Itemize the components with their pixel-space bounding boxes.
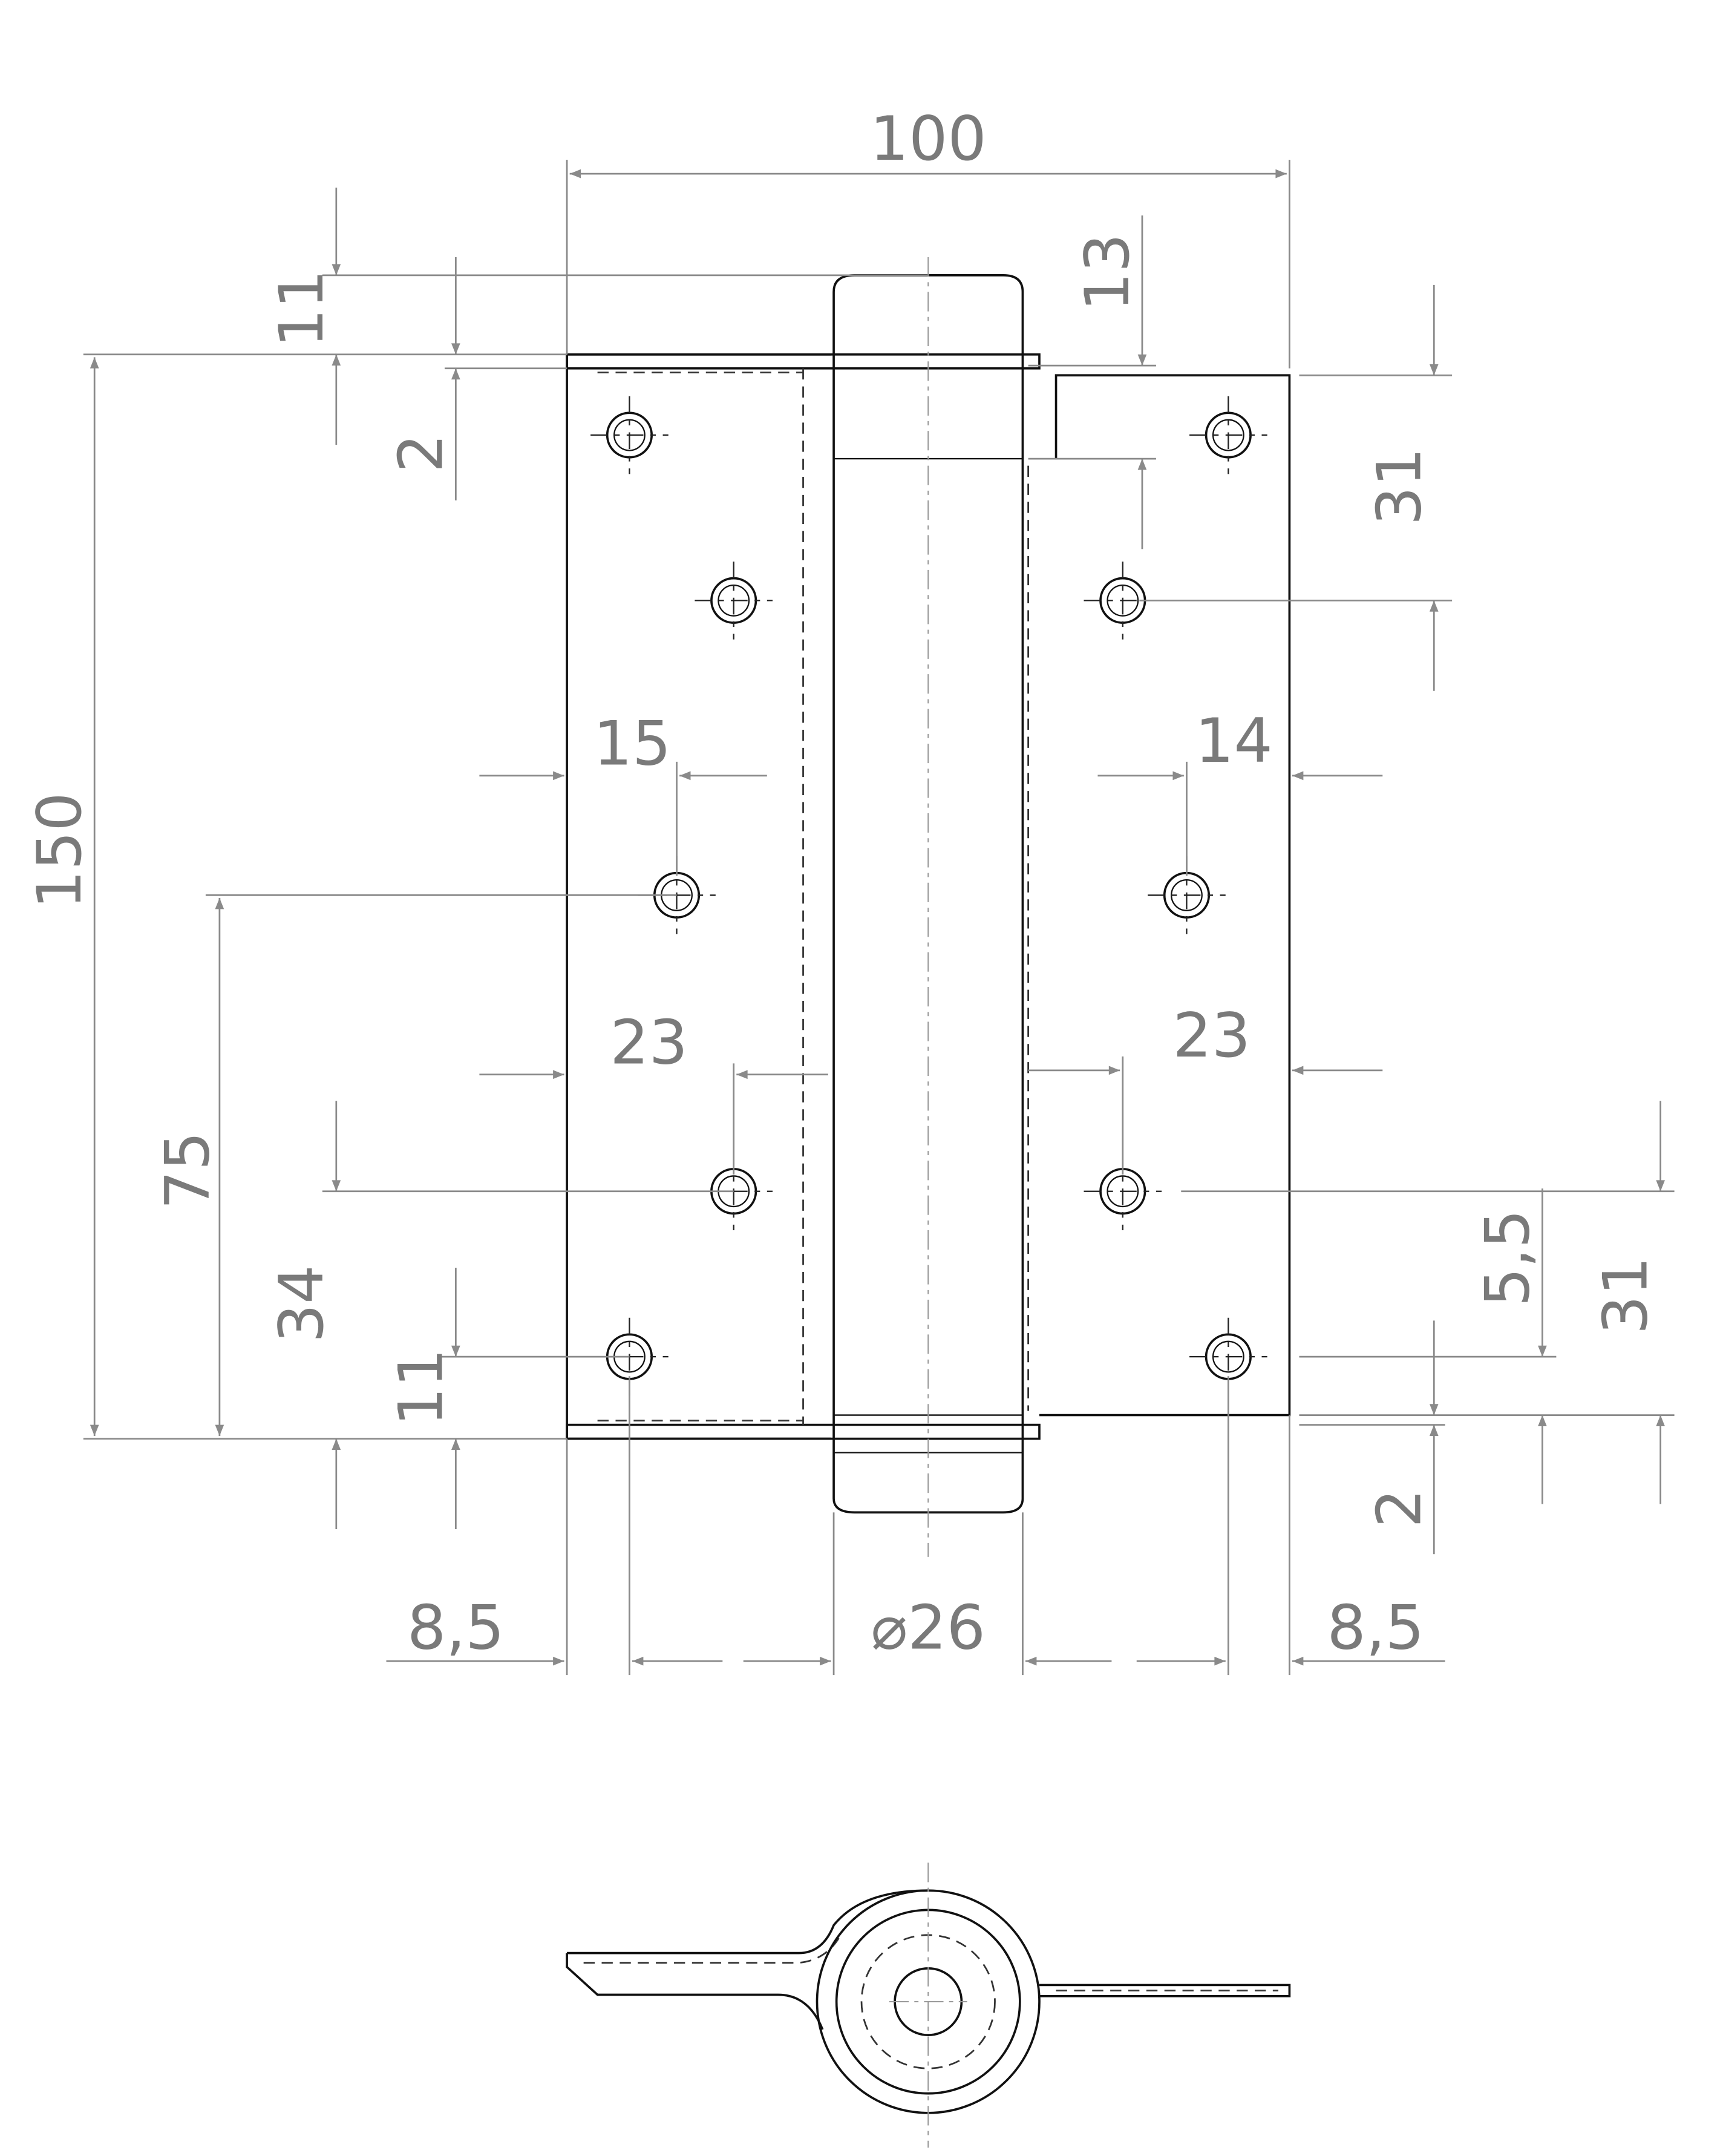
bottom-washer: [566, 1423, 1041, 1440]
dim-label-right-top-spacing: 31: [1363, 448, 1434, 526]
dim-label-left-hole-offset: 15: [593, 707, 672, 779]
dim-label-right-edge: 8,5: [1327, 1592, 1424, 1663]
front-view: [566, 257, 1291, 1557]
plan-right-leaf: [1039, 1984, 1291, 1997]
plan-view: [566, 1863, 1291, 2148]
dim-label-top-washer: 2: [385, 434, 456, 473]
dim-label-right-leaf: 23: [1172, 1000, 1251, 1071]
dim-label-top-pin: 11: [266, 270, 337, 348]
screw-hole: [1189, 396, 1267, 474]
dim-label-bottom-hole: 11: [385, 1348, 456, 1426]
screw-hole: [695, 562, 773, 640]
dim-label-center-hole: 75: [152, 1132, 223, 1210]
dim-label-diameter: ⌀26: [871, 1592, 986, 1663]
dim-label-right-bottom-offset: 5,5: [1471, 1210, 1543, 1307]
dimension-lines: [83, 160, 1675, 1676]
plan-left-leaf: [566, 1889, 929, 2030]
dim-label-width: 100: [870, 103, 987, 174]
dim-label-left-edge: 8,5: [407, 1592, 505, 1663]
screw-hole: [590, 396, 669, 474]
dim-label-bottom-washer: 2: [1363, 1489, 1434, 1527]
screw-holes: [590, 396, 1267, 1396]
hidden-line: [583, 1935, 842, 1964]
dim-label-height: 150: [24, 792, 95, 909]
dim-label-left-leaf: 23: [610, 1006, 688, 1078]
dim-label-right-hole-offset: 14: [1195, 705, 1273, 776]
right-leaf: [1039, 374, 1291, 1417]
dim-label-lower-hole: 34: [266, 1265, 337, 1343]
dim-label-right-bottom-spacing: 31: [1590, 1257, 1661, 1335]
top-washer: [566, 353, 1041, 370]
dimension-labels: 100 11 2 13 31 150 15 14 75 23 23 34 11 …: [24, 103, 1661, 1663]
dim-label-right-top-offset: 13: [1071, 234, 1143, 312]
